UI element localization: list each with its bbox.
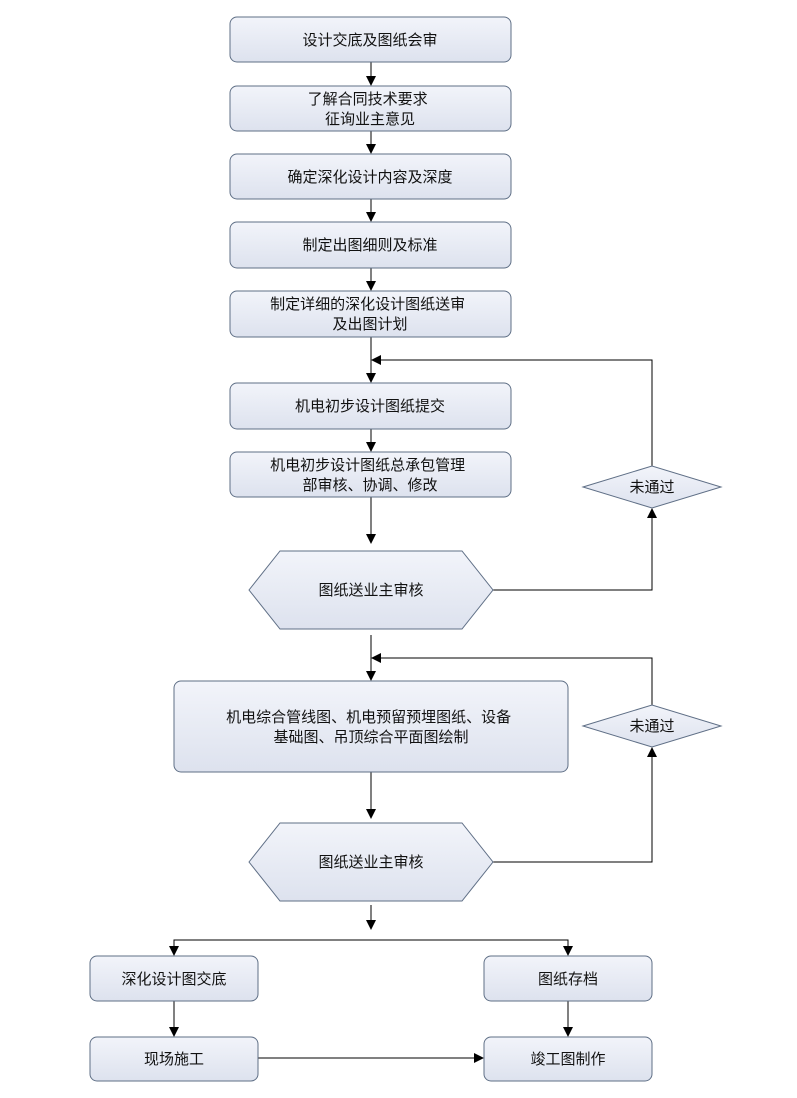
node-n7: 机电初步设计图纸总承包管理 部审核、协调、修改 (229, 451, 512, 498)
node-n6: 机电初步设计图纸提交 (229, 382, 512, 430)
node-n12-label: 竣工图制作 (530, 1050, 605, 1068)
edge-d2-r2 (493, 747, 657, 863)
edge-d2-n9 (169, 946, 179, 956)
node-n6-label: 机电初步设计图纸提交 (295, 397, 445, 415)
edge-n8-d2 (366, 772, 376, 819)
edge-d2-n10 (563, 946, 573, 956)
edge-d1-n8 (366, 635, 376, 681)
node-n4-label: 制定出图细则及标准 (302, 236, 437, 254)
decision-d1: 图纸送业主审核 (248, 550, 494, 630)
node-n8-label: 机电综合管线图、机电预留预埋图纸、设备 基础图、吊顶综合平面图绘制 (226, 708, 516, 746)
edge-r2-n8 (371, 653, 653, 705)
node-n3: 确定深化设计内容及深度 (229, 153, 512, 200)
edge-n6-n7 (366, 429, 376, 452)
edge-n3-n4 (366, 199, 376, 222)
node-n4: 制定出图细则及标准 (229, 221, 512, 269)
node-n11-label: 现场施工 (144, 1050, 204, 1068)
node-n5: 制定详细的深化设计图纸送审 及出图计划 (229, 290, 512, 338)
node-n2-label: 了解合同技术要求 征询业主意见 (308, 90, 433, 128)
edge-n4-n5 (366, 268, 376, 291)
edge-n2-n3 (366, 131, 376, 154)
edge-n1-n2 (366, 62, 376, 86)
node-n8: 机电综合管线图、机电预留预埋图纸、设备 基础图、吊顶综合平面图绘制 (173, 680, 569, 773)
reject-r2: 未通过 (581, 704, 723, 748)
reject-r1-label: 未通过 (629, 478, 674, 496)
edge-d1-r1 (493, 508, 657, 591)
edge-n11-n12 (258, 1053, 484, 1063)
edge-n7-d1 (366, 497, 376, 544)
node-n9-label: 深化设计图交底 (121, 970, 226, 988)
decision-d2-label: 图纸送业主审核 (318, 853, 423, 871)
node-n2: 了解合同技术要求 征询业主意见 (229, 85, 512, 132)
node-n1-label: 设计交底及图纸会审 (302, 31, 437, 49)
node-n7-label: 机电初步设计图纸总承包管理 部审核、协调、修改 (270, 456, 470, 494)
edge-r1-n6 (371, 355, 653, 466)
edge-d2-split (173, 905, 569, 948)
edge-n9-n11 (169, 1001, 179, 1037)
connectors (169, 62, 657, 1063)
node-n5-label: 制定详细的深化设计图纸送审 及出图计划 (270, 295, 470, 333)
edge-n5-n6 (366, 337, 376, 383)
node-n1: 设计交底及图纸会审 (229, 16, 512, 63)
edge-n10-n12 (563, 1001, 573, 1037)
reject-r1: 未通过 (581, 465, 723, 509)
decision-d2: 图纸送业主审核 (248, 822, 494, 902)
node-n10-label: 图纸存档 (538, 970, 598, 988)
node-n11: 现场施工 (89, 1036, 259, 1082)
node-n10: 图纸存档 (483, 955, 653, 1002)
reject-r2-label: 未通过 (629, 717, 674, 735)
node-n9: 深化设计图交底 (89, 955, 259, 1002)
node-n3-label: 确定深化设计内容及深度 (287, 168, 452, 186)
decision-d1-label: 图纸送业主审核 (318, 581, 423, 599)
node-n12: 竣工图制作 (483, 1036, 653, 1082)
